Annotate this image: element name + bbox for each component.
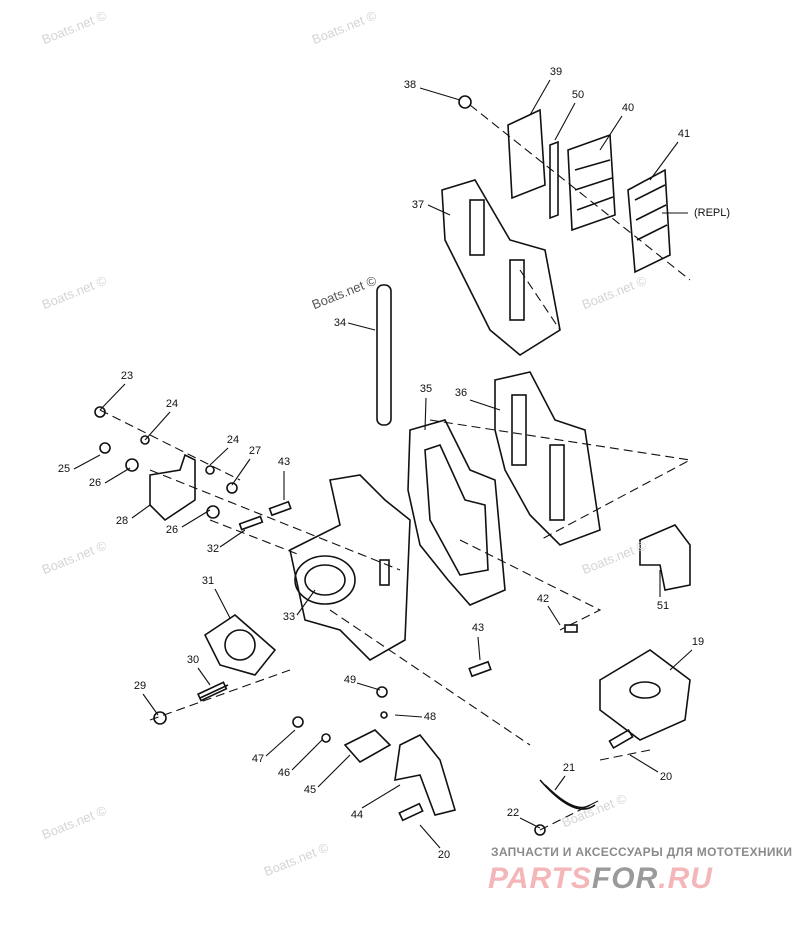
- callout-label: 31: [201, 575, 215, 587]
- reed-petals-40: [567, 133, 616, 232]
- intake-manifold-33: [289, 474, 411, 661]
- switch-45: [343, 729, 392, 764]
- callout-label: 24: [226, 434, 240, 446]
- callout-label: 20: [659, 771, 673, 783]
- callout-label: 43: [471, 622, 485, 634]
- leader-lines: [73, 79, 693, 849]
- callout-label: 19: [691, 636, 705, 648]
- tube-34: [376, 284, 392, 426]
- assembly-lines: [99, 104, 692, 831]
- callout-label: 22: [506, 807, 520, 819]
- callout-label: 49: [343, 674, 357, 686]
- callout-label: 48: [423, 711, 437, 723]
- stud-30: [196, 681, 229, 702]
- callout-label: 24: [165, 398, 179, 410]
- callout-label: 43: [277, 456, 291, 468]
- nut-38: [458, 95, 472, 109]
- callout-label: 47: [251, 753, 265, 765]
- callout-label: 45: [303, 784, 317, 796]
- plate-51: [639, 524, 691, 591]
- reed-plate-39: [507, 108, 546, 200]
- callout-label: 26: [88, 477, 102, 489]
- footer-tagline: ЗАПЧАСТИ И АКСЕССУАРЫ ДЛЯ МОТОТЕХНИКИ: [491, 845, 793, 859]
- partsfor-logo: PARTSFOR.RU: [488, 862, 713, 896]
- cover-19: [599, 649, 691, 741]
- reed-block-41: [627, 168, 671, 274]
- link-plate-28: [149, 453, 196, 522]
- gasket-35: [407, 419, 506, 606]
- callout-label: 23: [120, 370, 134, 382]
- callout-label: (REPL): [693, 207, 731, 219]
- callout-label: 25: [57, 463, 71, 475]
- callout-label: 29: [133, 680, 147, 692]
- callout-label: 27: [248, 445, 262, 457]
- callout-label: 32: [206, 543, 220, 555]
- callout-label: 30: [186, 654, 200, 666]
- bracket-44: [394, 733, 457, 816]
- callout-label: 41: [677, 128, 691, 140]
- callout-label: 37: [411, 199, 425, 211]
- logo-part: .RU: [658, 862, 713, 895]
- logo-part: PARTS: [488, 862, 592, 895]
- gasket-36: [494, 371, 601, 546]
- small-fasteners: [94, 406, 634, 836]
- gasket-37: [441, 179, 561, 356]
- callout-label: 34: [333, 317, 347, 329]
- callout-label: 33: [282, 611, 296, 623]
- gasket-31: [203, 613, 277, 676]
- callout-label: 35: [419, 383, 433, 395]
- callout-label: 20: [437, 849, 451, 861]
- callout-label: 40: [621, 102, 635, 114]
- callout-label: 39: [549, 66, 563, 78]
- callout-label: 38: [403, 79, 417, 91]
- callout-label: 46: [277, 767, 291, 779]
- clamp-21: [539, 779, 596, 810]
- callout-label: 44: [350, 809, 364, 821]
- reed-stop-50: [549, 140, 559, 220]
- callout-label: 36: [454, 387, 468, 399]
- nut-29: [153, 711, 167, 725]
- callout-label: 21: [562, 762, 576, 774]
- callout-label: 51: [656, 600, 670, 612]
- callout-label: 50: [571, 89, 585, 101]
- callout-label: 26: [165, 524, 179, 536]
- logo-part: FOR: [591, 862, 659, 895]
- callout-label: 42: [536, 593, 550, 605]
- callout-label: 28: [115, 515, 129, 527]
